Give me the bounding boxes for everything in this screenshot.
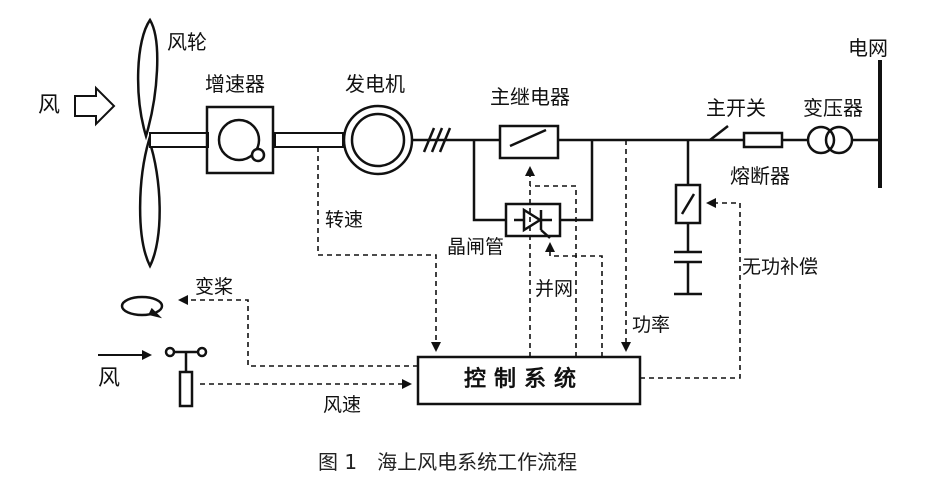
wind-bottom-label: 风: [98, 366, 121, 391]
turbine-rotor-icon: [136, 17, 161, 269]
power-label: 功率: [632, 314, 671, 336]
wind-arrow-icon: [74, 85, 116, 127]
transformer-label: 变压器: [803, 96, 863, 120]
speed-label: 转速: [325, 209, 364, 231]
control-system-label: 控制系统: [464, 367, 585, 392]
fuse-label: 熔断器: [730, 164, 790, 188]
pitch-rotation-icon: [120, 295, 164, 319]
rotor-label: 风轮: [167, 30, 207, 54]
main-relay-label: 主继电器: [490, 85, 570, 109]
reactive-compensation-label: 无功补偿: [742, 256, 819, 278]
grid-label: 电网: [848, 36, 888, 60]
wind-label: 风: [38, 93, 61, 118]
main-switch-icon: [709, 125, 729, 141]
control-system-box: [416, 355, 642, 406]
wind-speed-label: 风速: [323, 394, 362, 416]
gearbox-icon: [205, 105, 275, 175]
power-lines: [412, 127, 880, 222]
reactive-compensation-branch: [674, 140, 702, 296]
signal-lines: [178, 140, 741, 389]
gearbox-label: 增速器: [205, 72, 265, 96]
fuse-icon: [742, 131, 784, 149]
main-switch-label: 主开关: [706, 96, 766, 120]
grid-connect-label: 并网: [535, 278, 574, 300]
anemometer-icon: [164, 346, 208, 408]
generator-icon: [342, 104, 414, 176]
thyristor-icon: [504, 202, 562, 239]
thyristor-label: 晶闸管: [447, 236, 505, 258]
main-relay-icon: [498, 124, 560, 160]
pitch-label: 变桨: [195, 276, 234, 298]
figure-caption: 图 1 海上风电系统工作流程: [318, 450, 578, 474]
drive-shaft: [149, 132, 344, 148]
transformer-icon: [806, 125, 854, 155]
generator-label: 发电机: [345, 72, 405, 96]
